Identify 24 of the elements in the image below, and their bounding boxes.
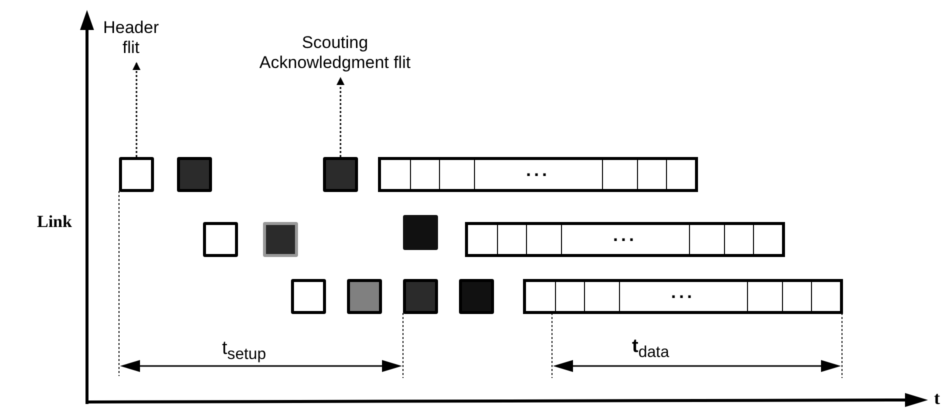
flit-square [291, 279, 326, 314]
flit-square [263, 222, 298, 257]
dimension-label: t$_{setup}$ [222, 338, 266, 364]
flit-square [203, 222, 238, 257]
packet-bar [523, 279, 843, 314]
leader-arrow [132, 62, 140, 157]
callout-text: Scouting Acknowledgment flit [255, 33, 415, 73]
flit-square [323, 157, 358, 192]
flit-square [119, 157, 154, 192]
flit-square [403, 215, 438, 250]
flit-square [177, 157, 212, 192]
leader-arrow [336, 77, 344, 157]
axis-label: t [934, 388, 940, 409]
flit-square [459, 279, 494, 314]
packet-bar [378, 157, 698, 192]
axis-label: Link [37, 212, 72, 232]
callout-text: Header flit [100, 18, 162, 58]
flit-square [347, 279, 382, 314]
ellipsis-text: ... [526, 160, 550, 181]
flit-square [403, 279, 438, 314]
dimension-label: t$_{data}$ [632, 336, 670, 362]
ellipsis-text: ... [670, 282, 695, 303]
ellipsis-text: ... [612, 225, 637, 246]
packet-bar [465, 222, 785, 257]
